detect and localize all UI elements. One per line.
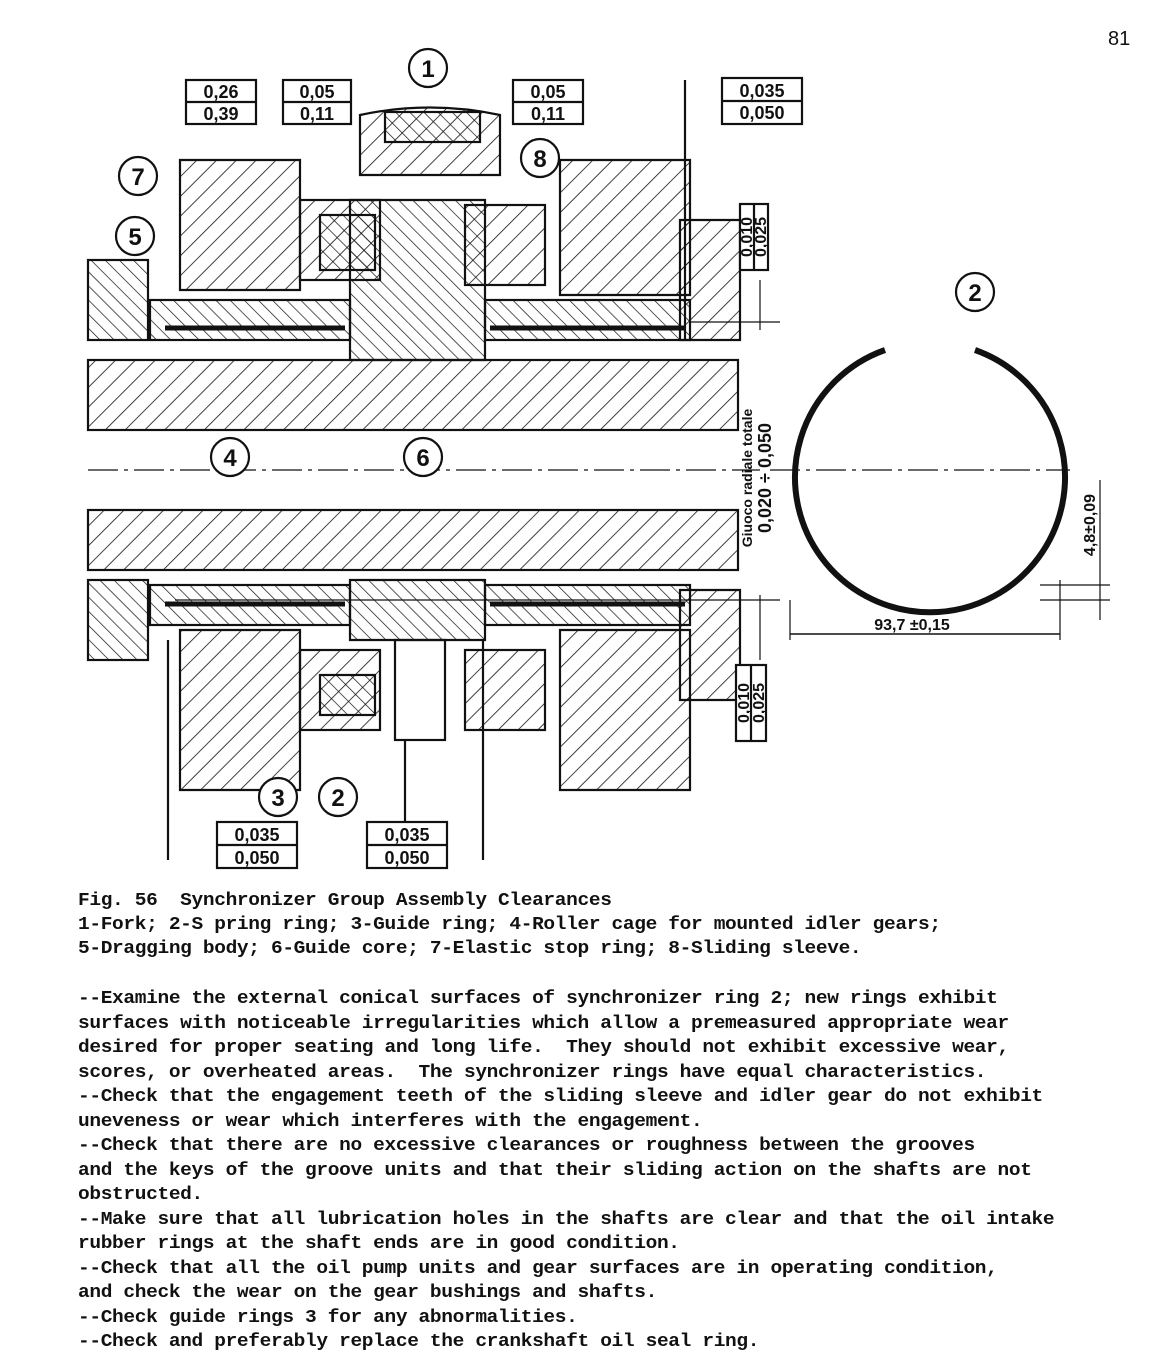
shaft-upper <box>86 358 740 432</box>
dim-f-left: 0,010 <box>736 683 753 723</box>
body-line: surfaces with noticeable irregularities … <box>78 1013 1009 1034</box>
radial-clearance-label: Giuoco radiale totale <box>739 409 755 548</box>
dim-d-top: 0,035 <box>739 81 784 101</box>
callout-2: 2 <box>331 785 344 812</box>
caption-line-2: 5-Dragging body; 6-Guide core; 7-Elastic… <box>78 938 862 959</box>
dim-b-bottom: 0,11 <box>300 104 334 124</box>
body-line: desired for proper seating and long life… <box>78 1037 1009 1058</box>
ring-diameter: 93,7 ±0,15 <box>874 617 950 634</box>
callout-3: 3 <box>271 785 284 812</box>
body-line: rubber rings at the shaft ends are in go… <box>78 1233 680 1254</box>
ring-thickness: 4,8±0,09 <box>1082 494 1099 556</box>
dim-b-top: 0,05 <box>299 82 334 102</box>
synchronizer-assembly-drawing: 1 8 7 5 2 4 6 3 2 0,26 0,39 0,05 0,11 0,… <box>86 47 1110 870</box>
dim-h-bottom: 0,050 <box>384 848 429 868</box>
page-number: 81 <box>1108 28 1131 50</box>
dim-d-bottom: 0,050 <box>739 103 784 123</box>
dim-a-top: 0,26 <box>203 82 238 102</box>
body-line: --Examine the external conical surfaces … <box>78 988 998 1009</box>
dim-a-bottom: 0,39 <box>203 104 238 124</box>
body-line: --Check and preferably replace the crank… <box>78 1331 760 1352</box>
body-line: scores, or overheated areas. The synchro… <box>78 1062 987 1083</box>
callout-4: 4 <box>223 445 237 472</box>
spring-ring-drawing <box>792 347 1068 616</box>
dim-h-top: 0,035 <box>384 825 429 845</box>
body-line: and check the wear on the gear bushings … <box>78 1282 657 1303</box>
callout-8: 8 <box>533 146 546 173</box>
dim-g-bottom: 0,050 <box>234 848 279 868</box>
dim-g-top: 0,035 <box>234 825 279 845</box>
dim-c-top: 0,05 <box>530 82 565 102</box>
body-line: --Check that all the oil pump units and … <box>78 1258 998 1279</box>
figure-title: Fig. 56 Synchronizer Group Assembly Clea… <box>78 890 612 911</box>
radial-clearance-value: 0,020 ÷ 0,050 <box>755 423 775 533</box>
callout-5: 5 <box>128 224 141 251</box>
dim-f-right: 0,025 <box>751 683 768 723</box>
body-line: obstructed. <box>78 1184 203 1205</box>
callout-2-ring: 2 <box>968 280 981 307</box>
dim-e-right: 0,025 <box>753 217 770 257</box>
dim-e-left: 0,010 <box>739 217 756 257</box>
caption-line-1: 1-Fork; 2-S pring ring; 3-Guide ring; 4-… <box>78 914 941 935</box>
body-line: --Make sure that all lubrication holes i… <box>78 1209 1055 1230</box>
callout-1: 1 <box>421 56 434 83</box>
callout-7: 7 <box>131 164 144 191</box>
body-line: --Check that the engagement teeth of the… <box>78 1086 1043 1107</box>
dim-c-bottom: 0,11 <box>531 104 565 124</box>
body-line: --Check that there are no excessive clea… <box>78 1135 975 1156</box>
body-line: --Check guide rings 3 for any abnormalit… <box>78 1307 578 1328</box>
callout-6: 6 <box>416 445 429 472</box>
shaft-lower <box>86 508 740 572</box>
body-line: and the keys of the groove units and tha… <box>78 1160 1032 1181</box>
body-line: uneveness or wear which interferes with … <box>78 1111 703 1132</box>
